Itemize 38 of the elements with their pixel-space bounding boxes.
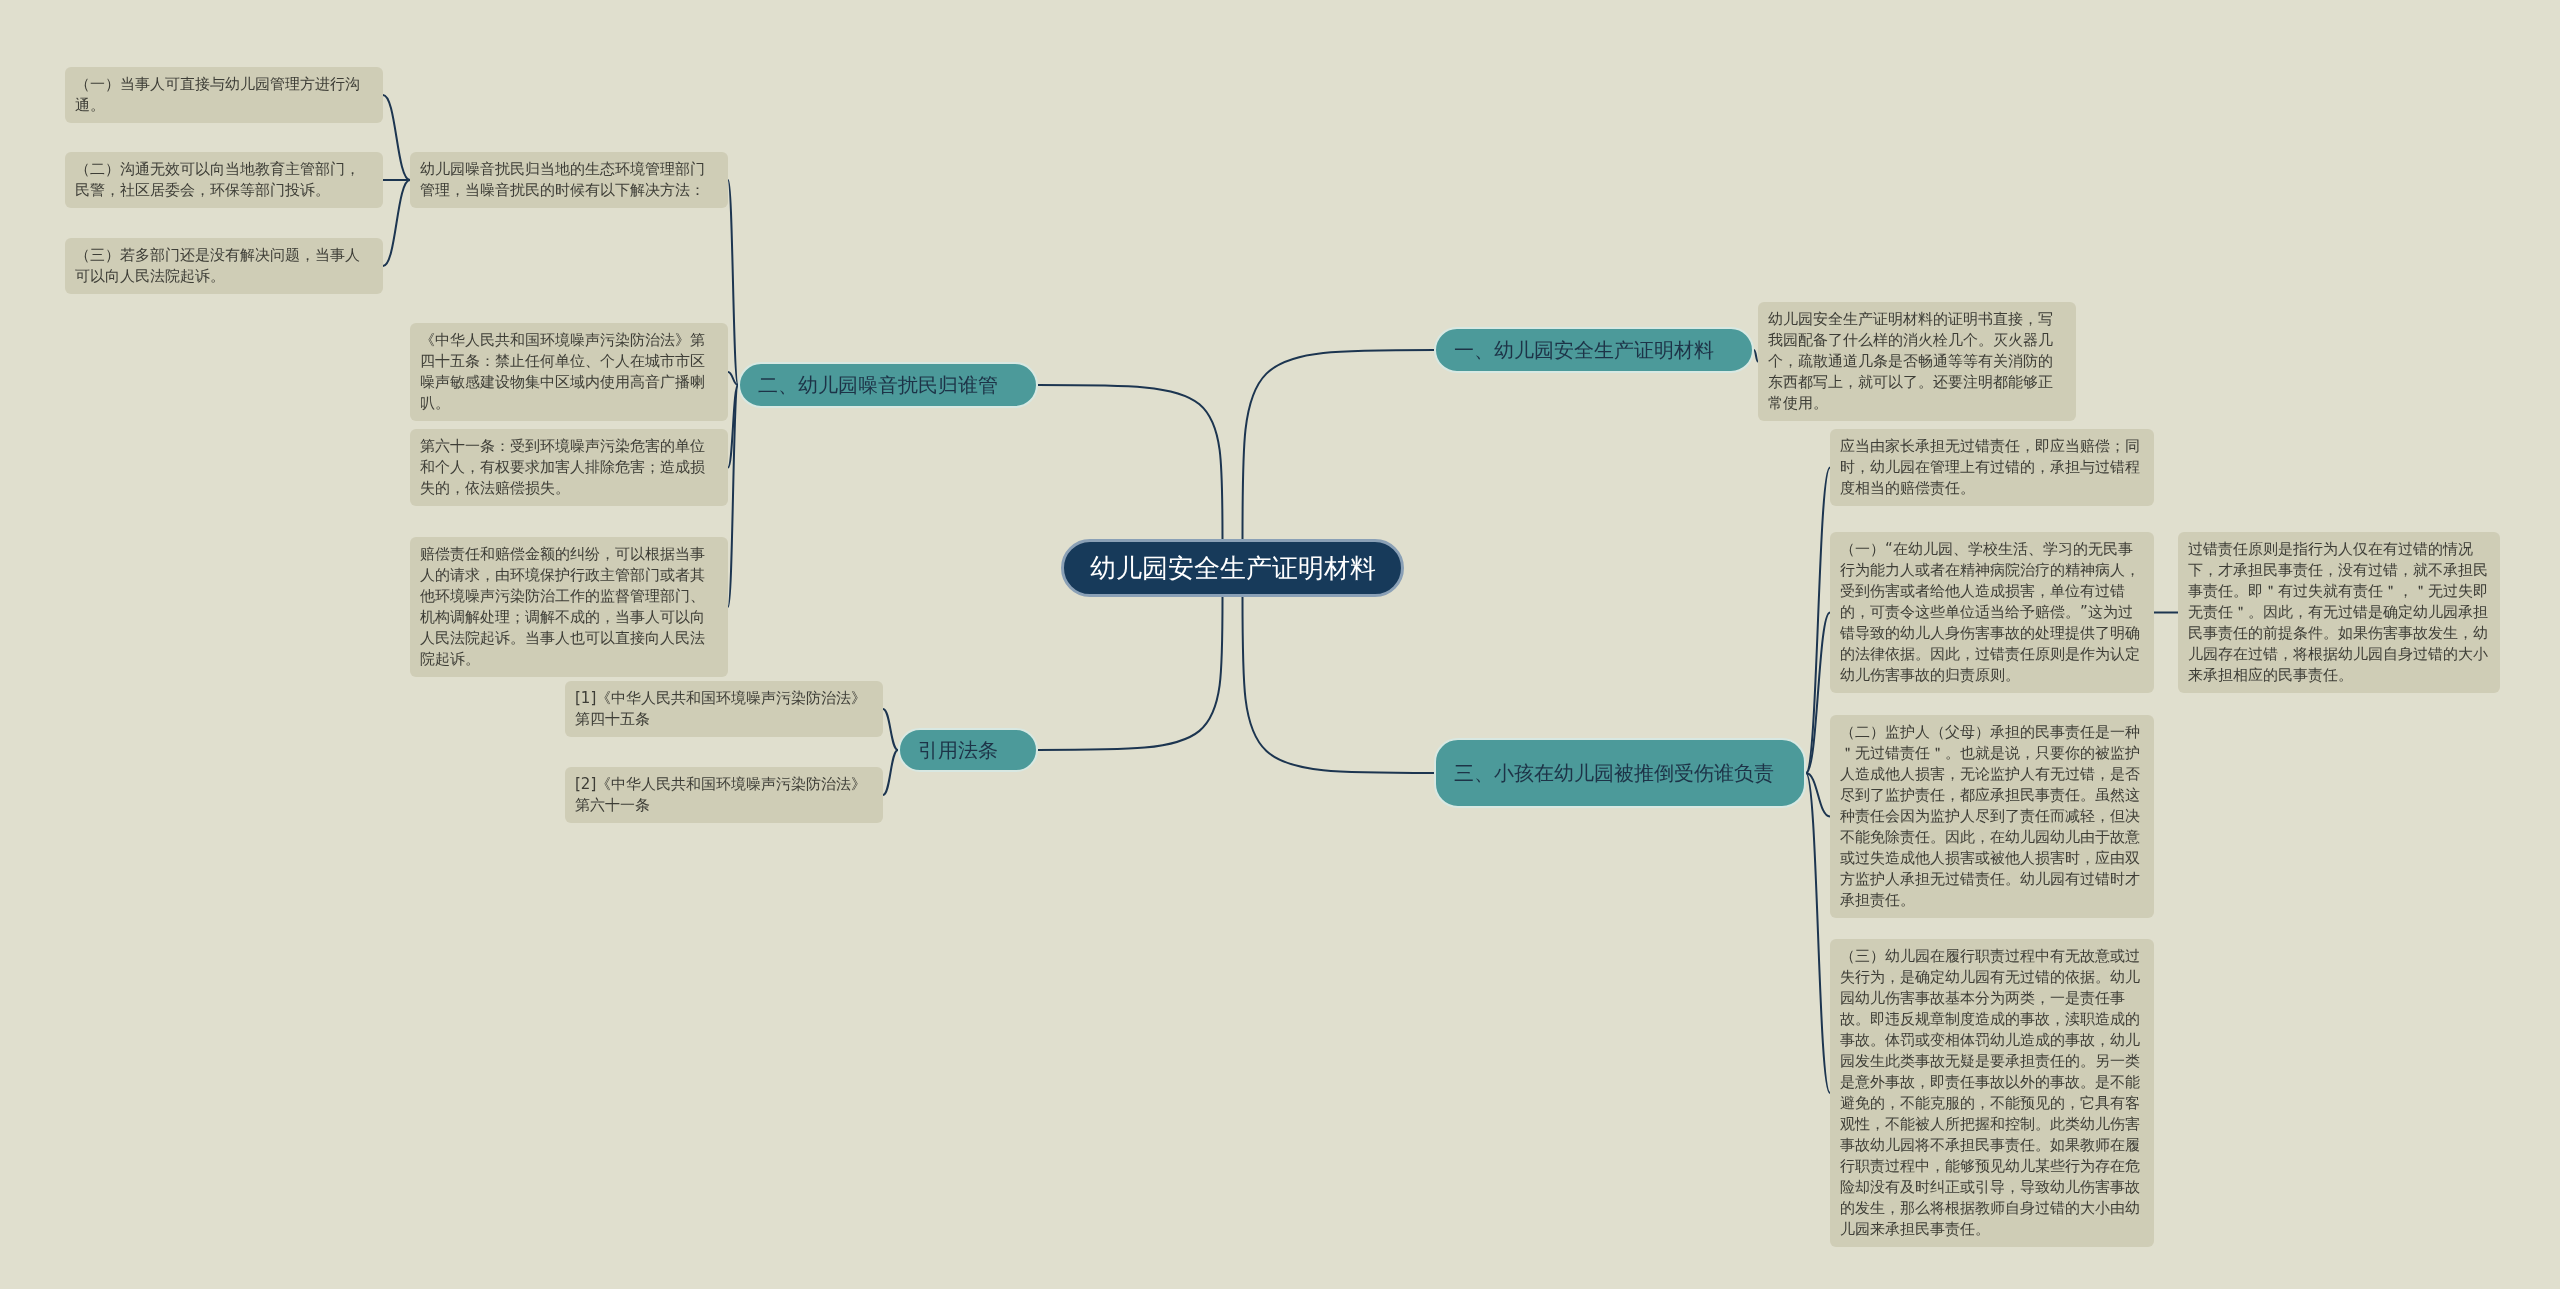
connector-line bbox=[727, 384, 739, 469]
connector-line bbox=[1037, 596, 1224, 751]
connector-line bbox=[1037, 384, 1224, 540]
connector-line bbox=[2153, 611, 2179, 614]
connector-line bbox=[727, 371, 739, 386]
text-card: （三）幼儿园在履行职责过程中有无故意或过失行为，是确定幼儿园有无过错的依据。幼儿园幼儿伤害事故基本分为两类，一是责任事故。即违反规章制度造成的事故，渎职造成的事故。体罚或变相体罚幼儿造成的事故，幼儿园发生此类事故无疑是要承担责任的。另一类是意外事故，即责任事故以外的事故。是不能避免的，不能克服的，不能预见的，它具有客观性，不能被人所把握和控制。此类幼儿伤害事故幼儿园将不承担民事责任。如果教师在履行职责过程中，能够预见幼儿某些行为存在危险却没有及时纠正或引导，导致幼儿伤害事故的发生，那么将根据教师自身过错的大小由幼儿园来承担民事责任。 bbox=[1830, 939, 2154, 1247]
connector-line bbox=[1241, 349, 1435, 540]
text-card: 《中华人民共和国环境噪声污染防治法》第四十五条：禁止任何单位、个人在城市市区噪声敏感建设物集中区域内使用高音广播喇叭。 bbox=[410, 323, 728, 421]
text-card: （一）当事人可直接与幼儿园管理方进行沟通。 bbox=[65, 67, 383, 123]
central-topic: 幼儿园安全生产证明材料 bbox=[1061, 539, 1404, 597]
text-card: （一）“在幼儿园、学校生活、学习的无民事行为能力人或者在精神病院治疗的精神病人，受到伤害或者给他人造成损害，单位有过错的，可责令这些单位适当给予赔偿。”这为过错导致的幼儿人身伤害事故的处理提供了明确的法律依据。因此，过错责任原则是作为认定幼儿伤害事故的归责原则。 bbox=[1830, 532, 2154, 693]
connector-line bbox=[382, 94, 411, 181]
text-card: 赔偿责任和赔偿金额的纠纷，可以根据当事人的请求，由环境保护行政主管部门或者其他环境噪声污染防治工作的监督管理部门、机构调解处理；调解不成的，当事人可以向人民法院起诉。当事人也可以直接向人民法院起诉。 bbox=[410, 537, 728, 677]
connector-line bbox=[1805, 772, 1831, 1094]
connector-line bbox=[382, 179, 411, 181]
text-card: （二）沟通无效可以向当地教育主管部门，民警，社区居委会，环保等部门投诉。 bbox=[65, 152, 383, 208]
connector-line bbox=[1753, 349, 1759, 363]
connector-line bbox=[882, 708, 899, 751]
text-card: 幼儿园安全生产证明材料的证明书直接，写我园配备了什么样的消火栓几个。灭火器几个，疏散通道几条是否畅通等等有关消防的东西都写上，就可以了。还要注明都能够正常使用。 bbox=[1758, 302, 2076, 421]
connector-line bbox=[882, 749, 899, 796]
connector-line bbox=[1241, 596, 1435, 774]
text-card: 过错责任原则是指行为人仅在有过错的情况下，才承担民事责任，没有过错，就不承担民事责任。即＂有过失就有责任＂，＂无过失即无责任＂。因此，有无过错是确定幼儿园承担民事责任的前提条件。如果伤害事故发生，幼儿园存在过错，将根据幼儿园自身过错的大小来承担相应的民事责任。 bbox=[2178, 532, 2500, 693]
branch-topic: 引用法条 bbox=[898, 728, 1038, 772]
text-card: [2]《中华人民共和国环境噪声污染防治法》第六十一条 bbox=[565, 767, 883, 823]
text-card: 应当由家长承担无过错责任，即应当赔偿；同时，幼儿园在管理上有过错的，承担与过错程度相当的赔偿责任。 bbox=[1830, 429, 2154, 506]
connector-line bbox=[727, 384, 739, 608]
text-card: （三）若多部门还是没有解决问题，当事人可以向人民法院起诉。 bbox=[65, 238, 383, 294]
text-card: 幼儿园噪音扰民归当地的生态环境管理部门管理，当噪音扰民的时候有以下解决方法： bbox=[410, 152, 728, 208]
connector-line bbox=[727, 179, 739, 386]
text-card: [1]《中华人民共和国环境噪声污染防治法》第四十五条 bbox=[565, 681, 883, 737]
connector-line bbox=[1805, 772, 1831, 818]
text-card: （二）监护人（父母）承担的民事责任是一种＂无过错责任＂。也就是说，只要你的被监护人造成他人损害，无论监护人有无过错，是否尽到了监护责任，都应承担民事责任。虽然这种责任会因为监护人尽到了责任而减轻，但决不能免除责任。因此，在幼儿园幼儿由于故意或过失造成他人损害或被他人损害时，应由双方监护人承担无过错责任。幼儿园有过错时才承担责任。 bbox=[1830, 715, 2154, 918]
branch-topic: 一、幼儿园安全生产证明材料 bbox=[1434, 327, 1754, 373]
branch-topic: 二、幼儿园噪音扰民归谁管 bbox=[738, 362, 1038, 408]
connector-line bbox=[1805, 611, 1831, 774]
branch-topic: 三、小孩在幼儿园被推倒受伤谁负责 bbox=[1434, 738, 1806, 808]
connector-line bbox=[382, 179, 411, 267]
text-card: 第六十一条：受到环境噪声污染危害的单位和个人，有权要求加害人排除危害；造成损失的，依法赔偿损失。 bbox=[410, 429, 728, 506]
